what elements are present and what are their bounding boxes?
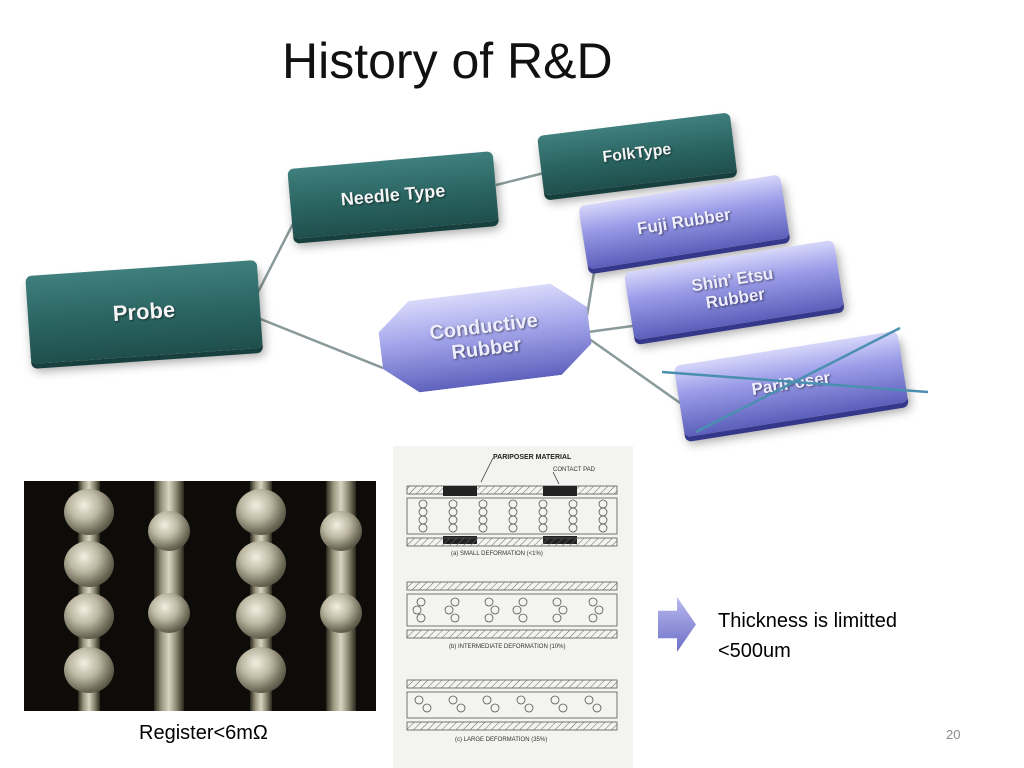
- deformation-figure: PARIPOSER MATERIAL CONTACT PAD (a) SMALL…: [393, 446, 633, 768]
- figure-label-c: (c) LARGE DEFORMATION (35%): [455, 737, 548, 743]
- microscope-photo: [24, 481, 376, 711]
- panel-intermediate-deformation: [406, 581, 618, 639]
- strike-line-2: [695, 326, 901, 434]
- slide-title: History of R&D: [282, 33, 613, 89]
- connector-conductive-shinetsu: [587, 323, 641, 334]
- figure-label-b: (b) INTERMEDIATE DEFORMATION (10%): [449, 644, 566, 650]
- deformation-drawing: [406, 457, 618, 731]
- photo-column: [236, 481, 286, 711]
- figure-label-a: (a) SMALL DEFORMATION (<1%): [451, 551, 543, 557]
- connector-needle-folk: [495, 170, 549, 187]
- photo-column: [316, 481, 366, 711]
- photo-column: [144, 481, 194, 711]
- figure-label-pad: CONTACT PAD: [553, 467, 596, 473]
- connector-probe-conductive: [257, 316, 384, 370]
- connector-conductive-pariposer: [587, 336, 691, 412]
- figure-label-material: PARIPOSER MATERIAL: [493, 454, 572, 461]
- page-number: 20: [946, 727, 961, 742]
- thickness-caption: Thickness is limitted <500um: [718, 606, 897, 666]
- register-caption: Register<6mΩ: [139, 722, 268, 744]
- thickness-line-1: Thickness is limitted: [718, 610, 897, 632]
- panel-large-deformation: [406, 679, 618, 731]
- panel-small-deformation: [406, 485, 618, 547]
- photo-column: [64, 481, 114, 711]
- thickness-line-2: <500um: [718, 640, 791, 662]
